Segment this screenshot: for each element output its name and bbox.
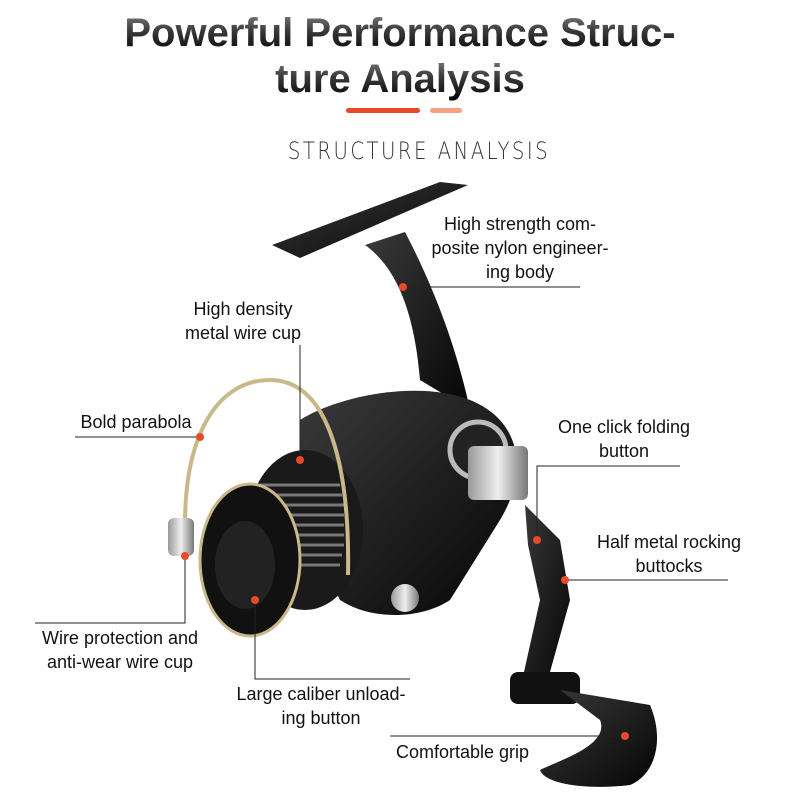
title-line-1: Powerful Performance Struc- xyxy=(0,10,800,56)
section-subtitle: STRUCTURE ANALYSIS xyxy=(287,137,551,165)
callout-parabola: Bold parabola xyxy=(70,410,202,434)
callout-line: High strength com- xyxy=(443,214,597,234)
handle xyxy=(510,505,658,787)
marker-dot xyxy=(296,456,304,464)
marker-dot xyxy=(181,552,189,560)
marker-dot xyxy=(561,576,569,584)
bail-wire xyxy=(183,377,351,576)
callout-line: High density xyxy=(193,299,293,319)
accent-bar-secondary xyxy=(430,108,462,113)
callout-line: Comfortable grip xyxy=(395,742,530,762)
title-line-2: ture Analysis xyxy=(0,56,800,102)
callout-line: ing button xyxy=(281,708,361,728)
callout-line: Large caliber unload- xyxy=(236,684,406,704)
callout-line: button xyxy=(598,441,650,461)
callout-line: buttocks xyxy=(635,556,703,576)
callout-rocking-arm: Half metal rocking buttocks xyxy=(585,530,753,578)
callout-line: metal wire cup xyxy=(184,323,302,343)
callout-line: Wire protection and xyxy=(41,628,199,648)
marker-dot xyxy=(251,596,259,604)
callout-wire-cup: High density metal wire cup xyxy=(163,297,323,345)
reel-foot xyxy=(272,182,470,410)
callout-line: One click folding xyxy=(557,417,691,437)
marker-dot xyxy=(533,536,541,544)
callout-line: ing body xyxy=(485,262,555,282)
callout-folding-button: One click folding button xyxy=(545,415,703,463)
callout-body: High strength com- posite nylon engineer… xyxy=(420,212,620,284)
callout-grip: Comfortable grip xyxy=(385,740,540,764)
marker-dot xyxy=(621,732,629,740)
callout-line: Half metal rocking xyxy=(596,532,742,552)
callout-line: posite nylon engineer- xyxy=(431,238,609,258)
callout-line: anti-wear wire cup xyxy=(46,652,194,672)
callout-wire-protection: Wire protection and anti-wear wire cup xyxy=(30,626,210,674)
line-roller xyxy=(168,518,194,556)
spool xyxy=(198,450,363,638)
callout-line: Bold parabola xyxy=(80,412,192,432)
marker-dots xyxy=(181,283,629,740)
marker-dot xyxy=(399,283,407,291)
callout-unloading-button: Large caliber unload- ing button xyxy=(225,682,417,730)
leader-lines xyxy=(35,286,728,737)
marker-dot xyxy=(196,433,204,441)
accent-bar-primary xyxy=(346,108,420,113)
